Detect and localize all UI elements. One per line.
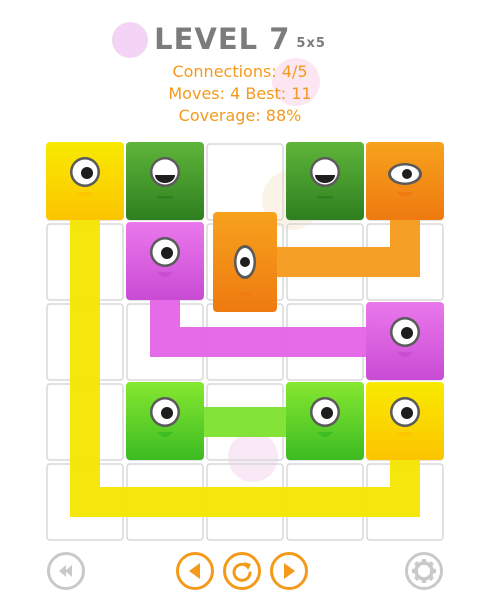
settings-button[interactable] [405,552,443,590]
eye-icon [390,397,420,427]
monster-lime-left[interactable] [126,382,204,460]
mouth [317,196,333,199]
previous-level-button[interactable] [176,552,214,590]
eye-icon [150,237,180,267]
mouth [397,432,413,437]
level-label: LEVEL 7 [154,22,291,56]
restart-button[interactable] [223,552,261,590]
eye-icon [70,157,100,187]
eye-icon [390,317,420,347]
bg-bubble-light-pink [272,58,320,106]
eye-icon [150,157,180,187]
gear-icon [412,559,436,583]
monster-magenta-right[interactable] [366,302,444,380]
monster-dark-green-left[interactable] [126,142,204,220]
mouth [317,432,333,437]
grid-cell[interactable] [206,143,284,221]
mouth [157,272,173,277]
next-level-button[interactable] [270,552,308,590]
connections-stat: Connections: 4/5 [172,62,308,81]
monster-yellow-top-left[interactable] [46,142,124,220]
control-bar [0,545,480,600]
monster-dark-green-right[interactable] [286,142,364,220]
monster-magenta-left[interactable] [126,222,204,300]
monster-pieces[interactable] [46,142,444,460]
back-button[interactable] [47,552,85,590]
bg-bubble-lilac [228,432,278,482]
eye-icon [150,397,180,427]
double-chevron-left-icon [59,565,72,577]
eye-icon [310,157,340,187]
pipe-yellow [70,167,420,517]
pipe-orange [230,167,420,277]
mouth [157,196,173,199]
bg-bubble-pink [112,22,148,58]
board-size-label: 5x5 [296,36,326,51]
mouth [77,192,93,197]
monster-lime-right[interactable] [286,382,364,460]
mouth [157,432,173,437]
eye-icon [310,397,340,427]
triangle-right-icon [284,563,295,579]
eye-icon [234,245,256,296]
monster-orange-center[interactable] [213,212,277,312]
coverage-stat: Coverage: 88% [178,106,302,125]
pipe-magenta [150,247,420,357]
level-header: LEVEL 7 5x5 Connections: 4/5 Moves: 4 Bes… [0,0,480,130]
monster-orange-top-right[interactable] [366,142,444,220]
mouth [397,192,413,197]
restart-icon [232,562,252,582]
moves-stat: Moves: 4 Best: 11 [168,84,312,103]
eye-icon [388,163,422,185]
mouth [397,352,413,357]
triangle-left-icon [189,563,200,579]
level-title: LEVEL 7 5x5 [0,22,480,56]
monster-yellow-right[interactable] [366,382,444,460]
